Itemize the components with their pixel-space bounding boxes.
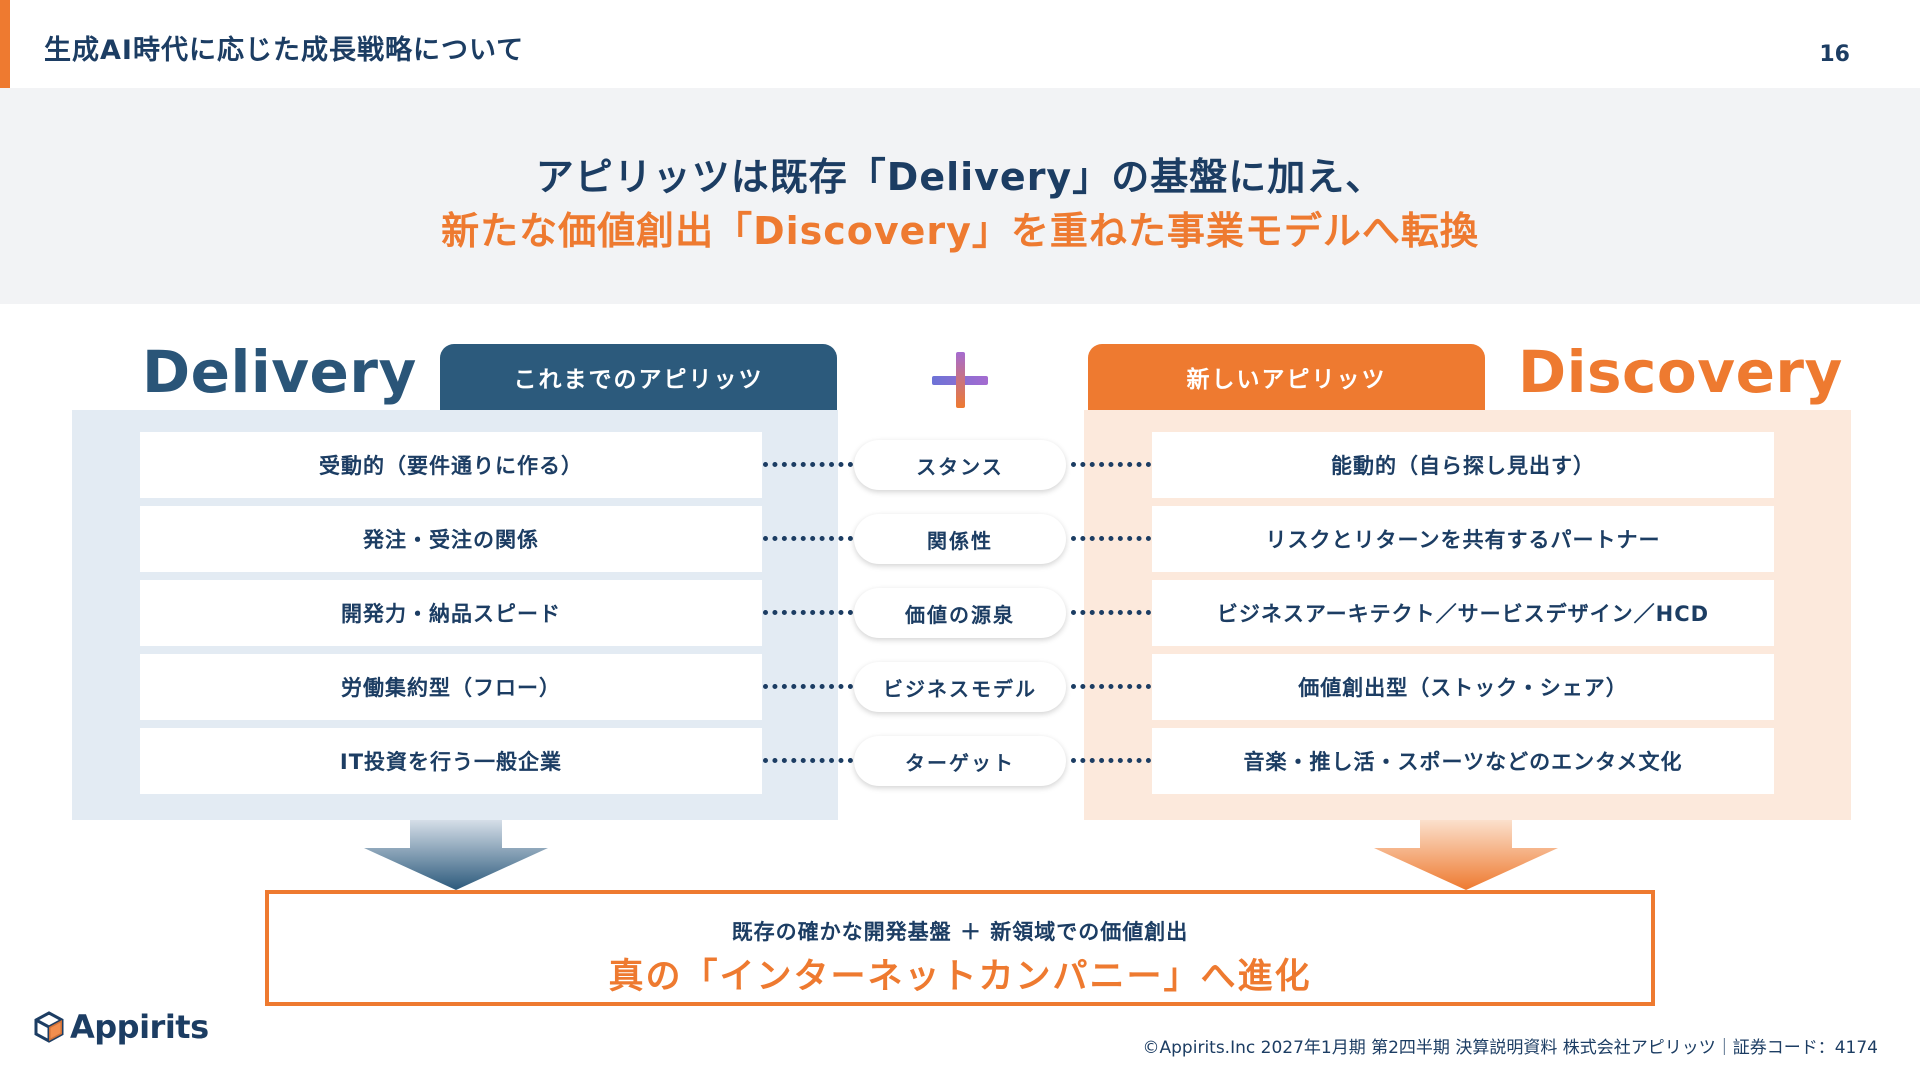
arrow-down-icon xyxy=(1374,820,1558,890)
result-title: 真の「インターネットカンパニー」へ進化 xyxy=(608,957,1312,997)
discovery-item: ビジネスアーキテクト／サービスデザイン／HCD xyxy=(1152,580,1774,646)
delivery-item: 労働集約型（フロー） xyxy=(140,654,762,720)
header-accent-bar xyxy=(0,0,10,88)
connector-dots xyxy=(763,758,853,763)
aspect-pill: 価値の源泉 xyxy=(854,588,1066,638)
connector-dots xyxy=(1071,610,1151,615)
connector-dots xyxy=(763,536,853,541)
header-title: 生成AI時代に応じた成長戦略について xyxy=(44,35,525,66)
logo-text: Appirits xyxy=(70,1008,209,1046)
page-number: 16 xyxy=(1819,42,1850,67)
discovery-label: Discovery xyxy=(1518,338,1843,406)
aspect-pill: スタンス xyxy=(854,440,1066,490)
connector-dots xyxy=(1071,536,1151,541)
discovery-item: 価値創出型（ストック・シェア） xyxy=(1152,654,1774,720)
aspect-pill: ビジネスモデル xyxy=(854,662,1066,712)
headline-band xyxy=(0,88,1920,304)
aspect-pill: 関係性 xyxy=(854,514,1066,564)
tab-new-appirits: 新しいアピリッツ xyxy=(1088,344,1485,410)
plus-icon xyxy=(932,352,988,408)
headline-line-1: アピリッツは既存「Delivery」の基盤に加え、 xyxy=(535,155,1385,199)
delivery-item: 開発力・納品スピード xyxy=(140,580,762,646)
delivery-item: 受動的（要件通りに作る） xyxy=(140,432,762,498)
discovery-item: 能動的（自ら探し見出す） xyxy=(1152,432,1774,498)
connector-dots xyxy=(1071,758,1151,763)
connector-dots xyxy=(763,684,853,689)
discovery-item: リスクとリターンを共有するパートナー xyxy=(1152,506,1774,572)
delivery-item: IT投資を行う一般企業 xyxy=(140,728,762,794)
delivery-label: Delivery xyxy=(142,338,417,406)
result-box: 既存の確かな開発基盤 ＋ 新領域での価値創出 真の「インターネットカンパニー」へ… xyxy=(265,890,1655,1006)
connector-dots xyxy=(1071,684,1151,689)
connector-dots xyxy=(763,462,853,467)
connector-dots xyxy=(1071,462,1151,467)
arrow-down-icon xyxy=(364,820,548,890)
cube-logo-icon xyxy=(34,1011,64,1043)
tab-current-appirits: これまでのアピリッツ xyxy=(440,344,837,410)
result-subtitle: 既存の確かな開発基盤 ＋ 新領域での価値創出 xyxy=(731,920,1189,944)
headline-line-2: 新たな価値創出「Discovery」を重ねた事業モデルへ転換 xyxy=(441,209,1479,253)
delivery-item: 発注・受注の関係 xyxy=(140,506,762,572)
discovery-item: 音楽・推し活・スポーツなどのエンタメ文化 xyxy=(1152,728,1774,794)
footer-copyright: ©Appirits.Inc 2027年1月期 第2四半期 決算説明資料 株式会社… xyxy=(1142,1038,1878,1058)
connector-dots xyxy=(763,610,853,615)
aspect-pill: ターゲット xyxy=(854,736,1066,786)
appirits-logo: Appirits xyxy=(34,1008,209,1046)
